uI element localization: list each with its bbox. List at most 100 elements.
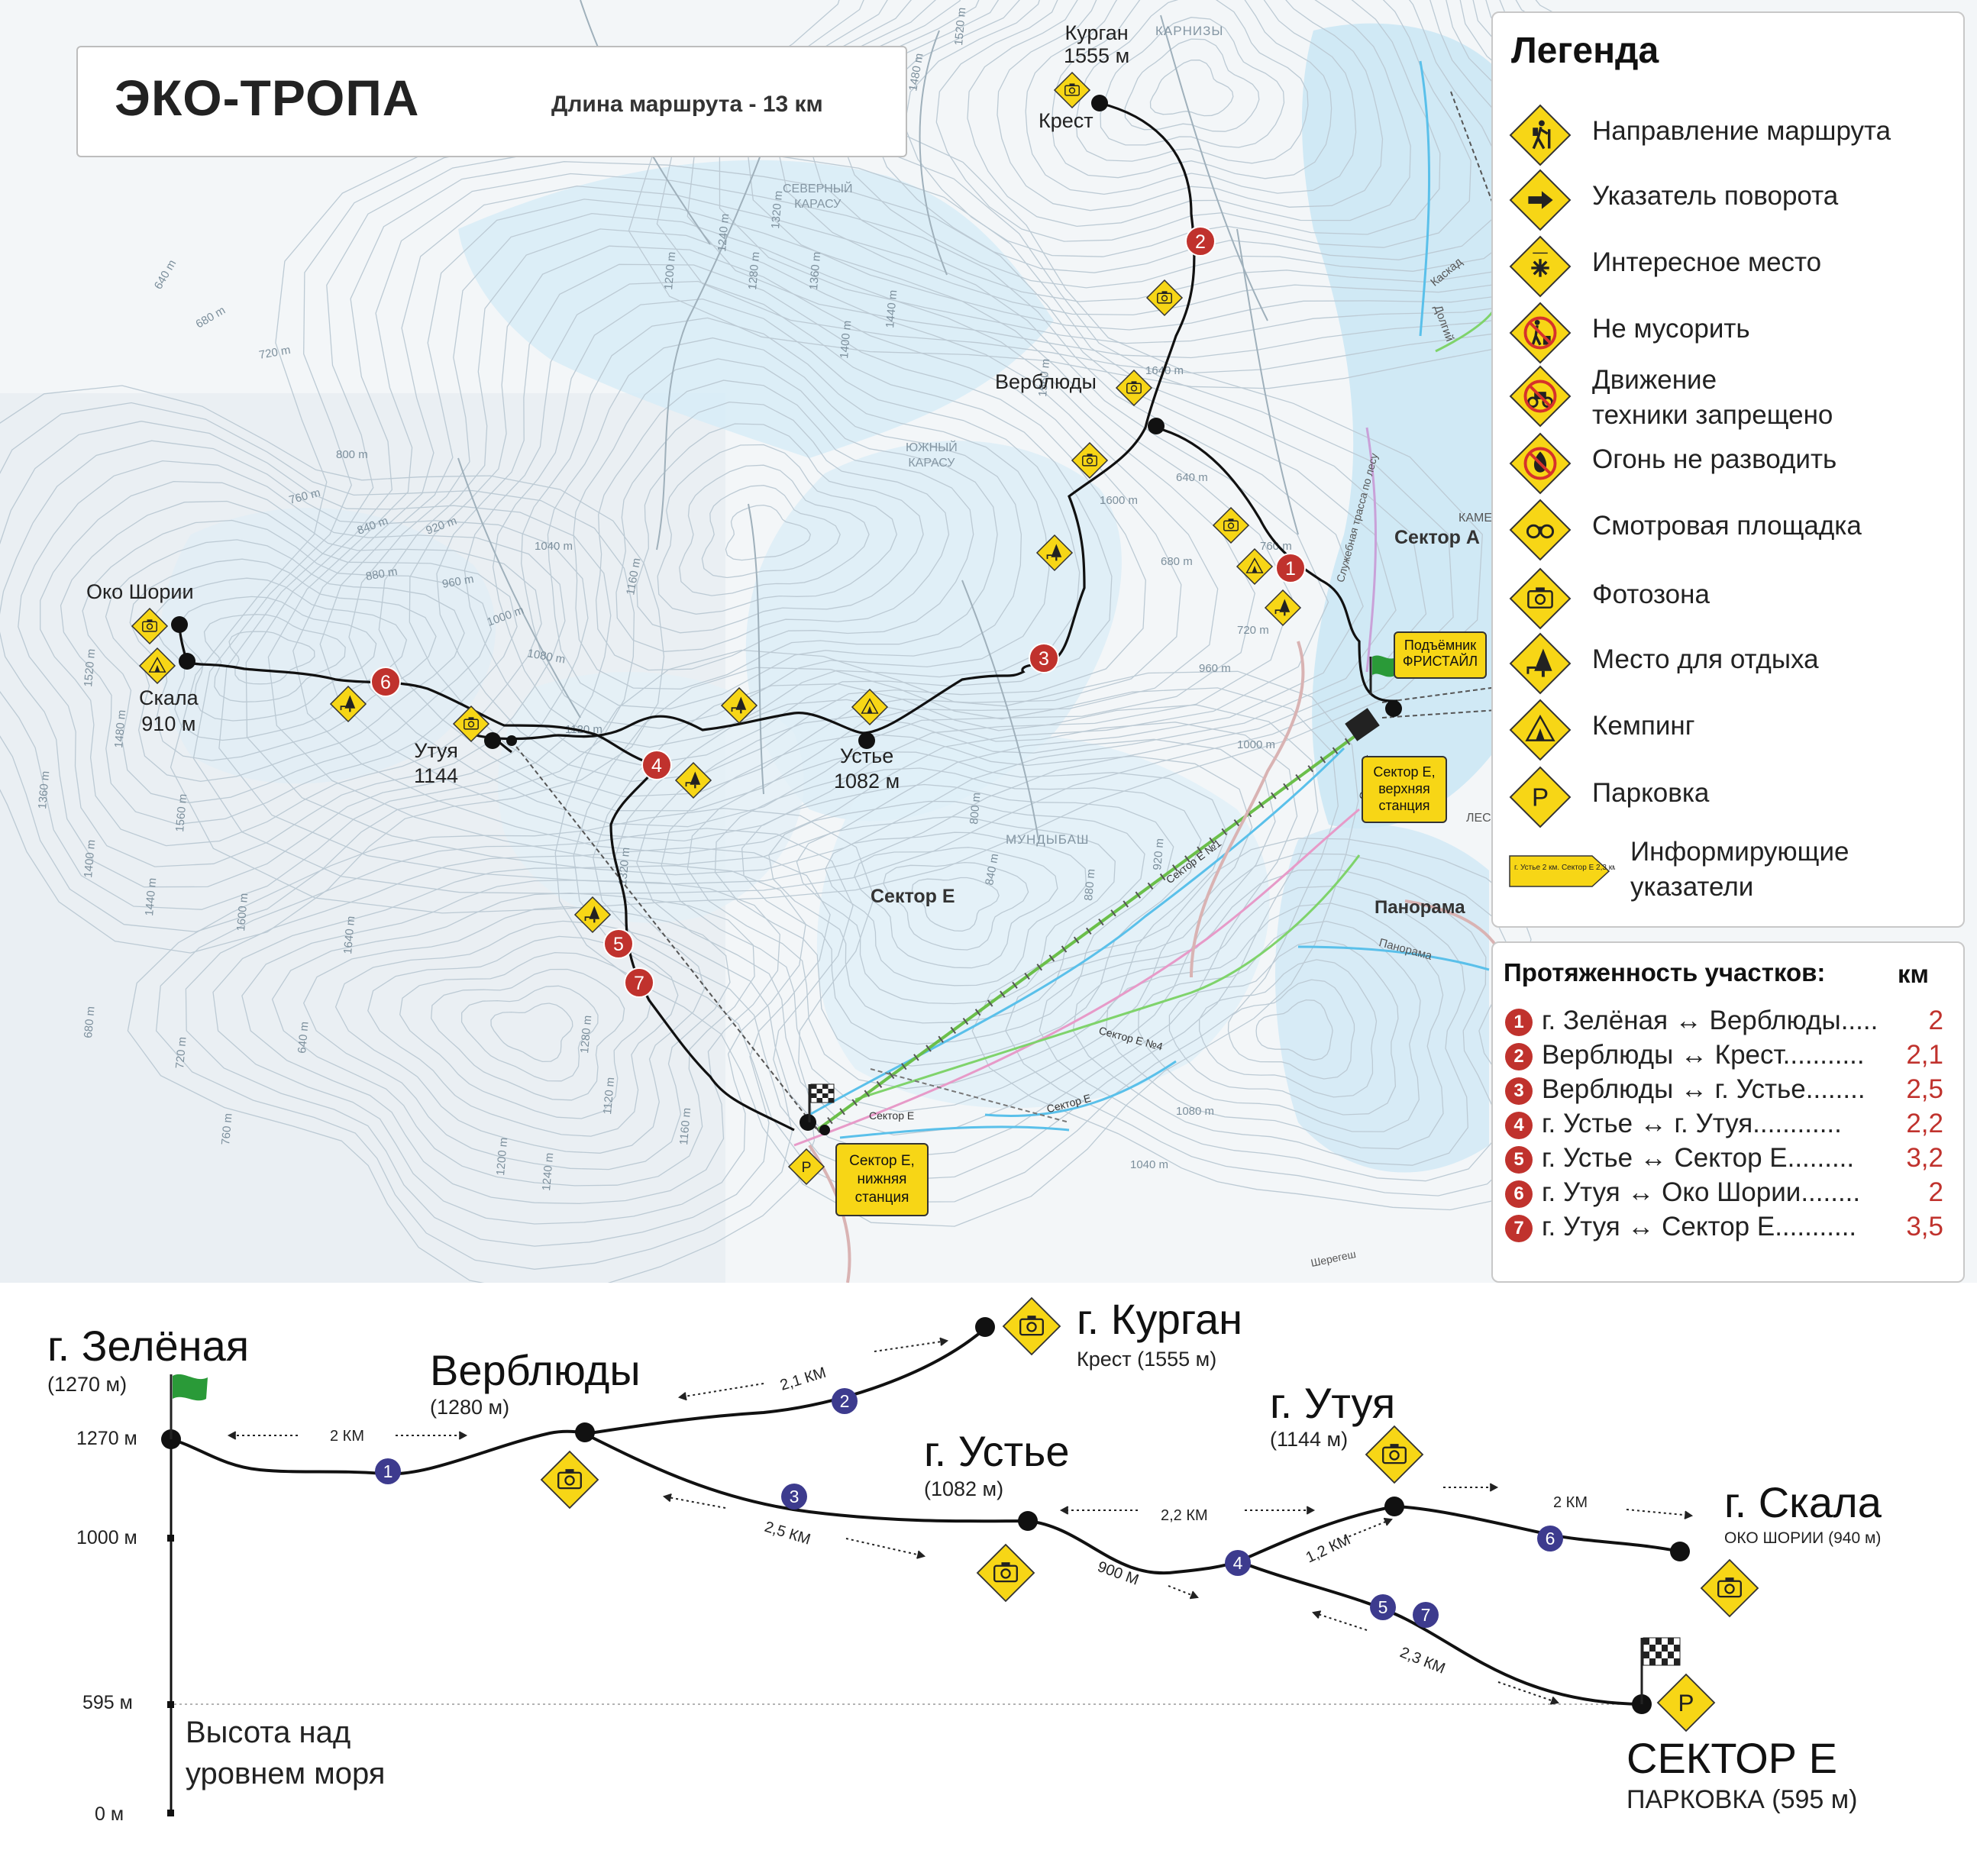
hiker-sign-icon	[1508, 103, 1572, 167]
sector-e-sub: ПАРКОВКА (595 м)	[1627, 1785, 1858, 1814]
contour-label: 1440 m	[143, 877, 159, 916]
contour-label: 720 m	[258, 344, 292, 362]
parking-sign-icon: P	[1656, 1673, 1716, 1732]
legend-item: г. Устье 2 км. Сектор Е 2,3 км.Информиру…	[1508, 837, 1951, 902]
camera-sign-icon	[540, 1450, 599, 1510]
segment-number: 7	[1505, 1215, 1533, 1242]
camera-sign-icon	[1002, 1296, 1061, 1356]
camera-sign-icon	[1071, 441, 1109, 479]
snow-field-mundybash	[816, 734, 1270, 1109]
contour-label: 1240 m	[540, 1152, 556, 1191]
contour-line	[967, 0, 1411, 228]
contour-line	[573, 667, 1339, 1203]
segment-route: г. Устье ↔ Сектор Е.........	[1542, 1143, 1855, 1173]
label-mundybash: МУНДЫБАШ	[1006, 832, 1090, 847]
svg-text:P: P	[1532, 784, 1549, 812]
label-karnizy: КАРНИЗЫ	[1155, 24, 1224, 38]
segment-route: Верблюды ↔ Крест...........	[1542, 1040, 1865, 1070]
contour-line	[245, 161, 1397, 876]
contour-line	[154, 577, 408, 741]
segment-number: 6	[1505, 1180, 1533, 1208]
contour-line	[714, 767, 1202, 1067]
svg-text:6: 6	[1546, 1529, 1555, 1548]
legend-label: Интересное место	[1592, 247, 1822, 277]
axis-caption: Высота над уровнем моря	[186, 1716, 386, 1790]
kurgan-name: г. Курган	[1077, 1295, 1243, 1343]
contour-line	[436, 263, 1146, 783]
zelenaya-name: г. Зелёная	[47, 1322, 250, 1370]
segment-route: г. Утуя ↔ Сектор Е...........	[1542, 1212, 1857, 1242]
legend-label: Кемпинг	[1592, 711, 1695, 741]
contour-line	[613, 699, 1298, 1159]
contour-line	[431, 968, 625, 1101]
legend-item: Направление маршрута	[1508, 103, 1951, 167]
contour-label: 1440 m	[884, 289, 900, 328]
contour-label: 1560 m	[1036, 358, 1052, 397]
camera-sign-icon	[1212, 506, 1250, 544]
contour-line	[492, 298, 1081, 748]
contour-line	[267, 173, 1364, 866]
contour-line	[228, 631, 315, 685]
no-vehicles-sign-icon	[1508, 364, 1572, 428]
start-flag-icon	[170, 1374, 208, 1439]
ustye-elev: (1082 м)	[924, 1477, 1004, 1500]
snow-field-panorama	[1275, 824, 1489, 1173]
segment-lengths-unit: км	[1898, 960, 1929, 988]
camera-sign-icon	[1700, 1558, 1759, 1618]
contour-line	[0, 402, 635, 932]
route-marker-1: 1	[1275, 553, 1306, 583]
lower-station-box: Сектор Е, нижняя станция	[835, 1143, 929, 1216]
contour-line	[657, 444, 897, 615]
axis-tick-595: 595 м	[82, 1692, 133, 1713]
contour-label: 680 m	[82, 1006, 98, 1038]
segment-number: 4	[1505, 1112, 1533, 1139]
svg-text:6: 6	[380, 672, 391, 693]
segment-route: Верблюды ↔ г. Устье........	[1542, 1074, 1866, 1104]
label-kurgan: Курган 1555 м	[1064, 21, 1130, 67]
contour-line	[547, 337, 1022, 710]
no-littering-sign-icon	[1508, 301, 1572, 365]
segment-km: 2,1	[1906, 1040, 1943, 1070]
verblyudy-elev: (1280 м)	[430, 1396, 510, 1419]
contour-line	[1255, 999, 1333, 1061]
segment-number: 2	[1505, 1043, 1533, 1070]
utuya-name: г. Утуя	[1270, 1379, 1396, 1427]
svg-text:P: P	[1678, 1690, 1694, 1716]
legend-item: P Парковка	[1508, 765, 1951, 828]
legend-label: Указатель поворота	[1592, 181, 1839, 211]
profile-marker-2: 2	[832, 1388, 858, 1414]
contour-line	[241, 880, 780, 1204]
contour-line	[1100, 17, 1285, 148]
asterisk-sign-icon	[1509, 235, 1572, 298]
contour-label: 800 m	[336, 448, 368, 461]
no-vehicles-sign-icon	[1509, 365, 1572, 428]
tree-sign-icon	[1035, 534, 1074, 572]
legend-item: Смотровая площадка	[1508, 498, 1951, 561]
finish-flag-icon	[808, 1083, 835, 1122]
camera-sign-icon	[131, 607, 169, 645]
contour-line	[0, 421, 612, 910]
axis-tick-1270: 1270 м	[76, 1428, 137, 1449]
label-sector-a: Сектор А	[1394, 527, 1480, 548]
contour-label: 760 m	[1260, 540, 1292, 553]
segment-km: 3,2	[1906, 1143, 1943, 1173]
legend-label: Парковка	[1592, 778, 1710, 808]
contour-label: 720 m	[1237, 624, 1269, 637]
contour-line	[1005, 853, 1520, 1196]
contour-label: 1400 m	[838, 320, 854, 359]
map-title: ЭКО-ТРОПА	[115, 69, 420, 126]
legend-item: Кемпинг	[1508, 698, 1951, 761]
contour-line	[490, 1003, 573, 1063]
contour-label: 1200 m	[662, 251, 678, 290]
contour-line	[1168, 939, 1399, 1116]
trail-nodes	[171, 95, 1402, 1135]
camera-sign-icon	[1508, 567, 1572, 631]
contour-line	[1105, 902, 1444, 1150]
contour-line	[997, 0, 1384, 211]
contour-line	[170, 103, 1483, 914]
zelenaya-elev: (1270 м)	[47, 1373, 128, 1396]
